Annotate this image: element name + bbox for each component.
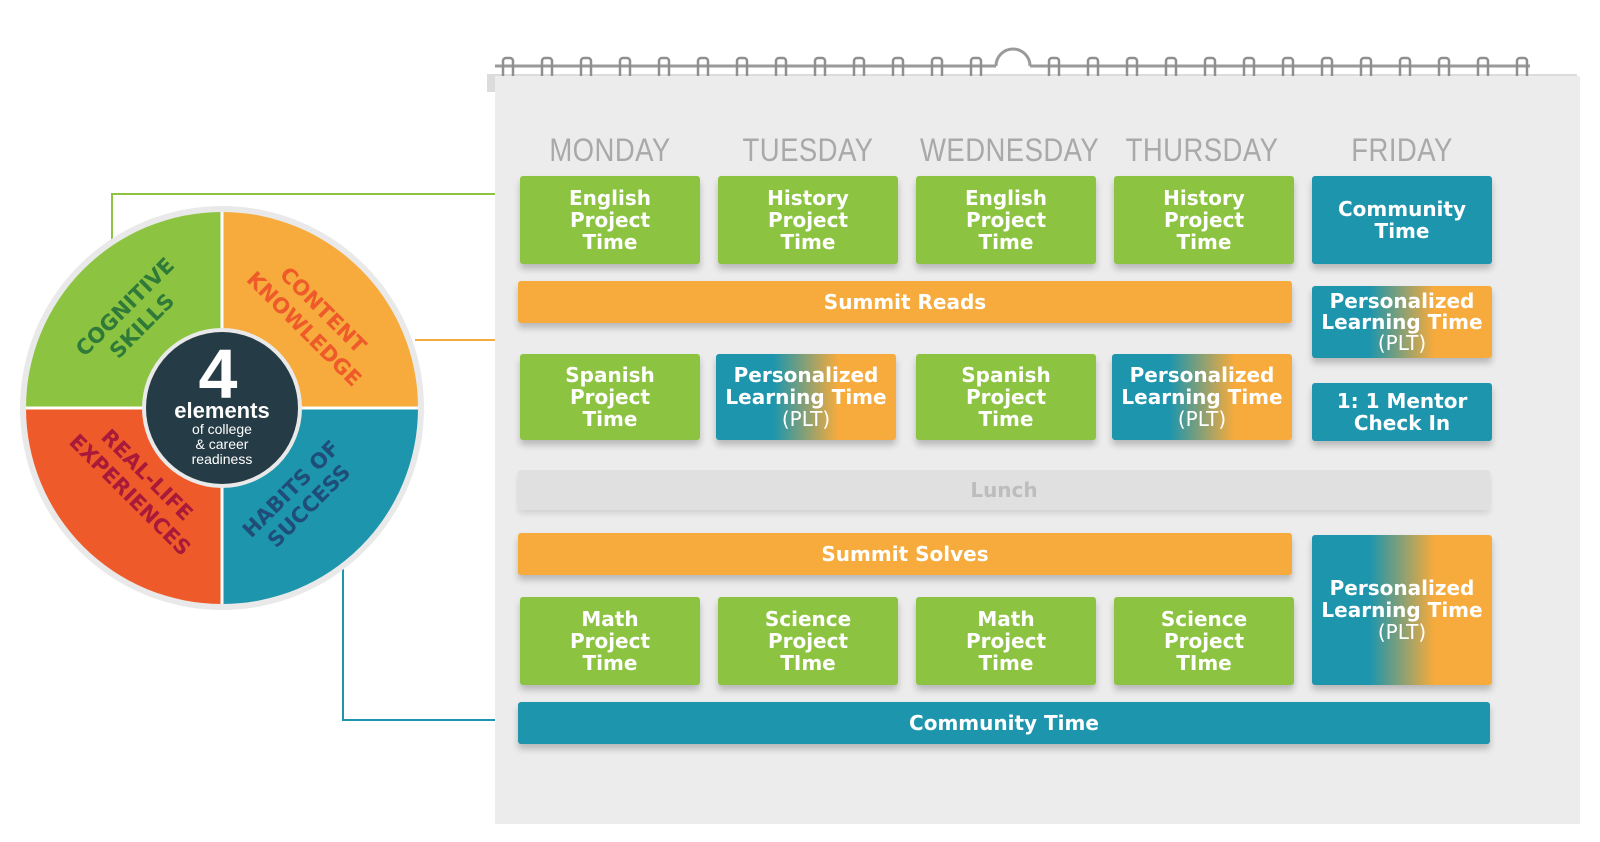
block-wed-spanish-project-time: Spanish Project Time	[916, 354, 1096, 440]
wheel-center-sub-2: & career	[196, 436, 249, 452]
day-header-friday: FRIDAY	[1351, 132, 1453, 168]
block-tue-personalized-learning-time: Personalized Learning Time(PLT)	[716, 354, 896, 440]
wheel-center-sub-3: readiness	[192, 451, 253, 467]
day-header-wednesday: WEDNESDAY	[920, 132, 1100, 168]
block-fri-personalized-learning-time-1: Personalized Learning Time(PLT)	[1312, 286, 1492, 358]
block-mon-spanish-project-time: Spanish Project Time	[520, 354, 700, 440]
day-header-monday: MONDAY	[549, 132, 671, 168]
block-fri-community-time: Community Time	[1312, 176, 1492, 264]
block-summit-reads: Summit Reads	[518, 281, 1292, 323]
block-summit-solves: Summit Solves	[518, 533, 1292, 575]
block-wed-math-project-time: Math Project Time	[916, 597, 1096, 685]
day-header-tuesday: TUESDAY	[742, 132, 874, 168]
block-mon-math-project-time: Math Project Time	[520, 597, 700, 685]
connector-cognitive	[111, 193, 520, 248]
block-fri-personalized-learning-time-2: Personalized Learning Time(PLT)	[1312, 535, 1492, 685]
connector-habits	[342, 560, 520, 721]
block-thu-personalized-learning-time: Personalized Learning Time(PLT)	[1112, 354, 1292, 440]
block-fri-mentor-check-in: 1: 1 Mentor Check In	[1312, 383, 1492, 441]
block-thu-history-project-time: History Project Time	[1114, 176, 1294, 264]
wheel-center-disc	[146, 332, 298, 484]
wheel-center-sub-1: of college	[192, 421, 252, 437]
wheel-center-number: 4	[199, 335, 238, 413]
wheel-center-title: elements	[174, 398, 269, 423]
day-header-thursday: THURSDAY	[1125, 132, 1279, 168]
block-tue-history-project-time: History Project Time	[718, 176, 898, 264]
block-wed-english-project-time: English Project Time	[916, 176, 1096, 264]
block-lunch: Lunch	[518, 470, 1490, 510]
four-elements-wheel: 4 elements of college & career readiness…	[20, 206, 424, 610]
block-tue-science-project-time: Science Project TIme	[718, 597, 898, 685]
block-thu-science-project-time: Science Project TIme	[1114, 597, 1294, 685]
calendar-hanger-hook	[994, 47, 1032, 67]
block-mon-english-project-time: English Project Time	[520, 176, 700, 264]
block-community-time: Community Time	[518, 702, 1490, 744]
